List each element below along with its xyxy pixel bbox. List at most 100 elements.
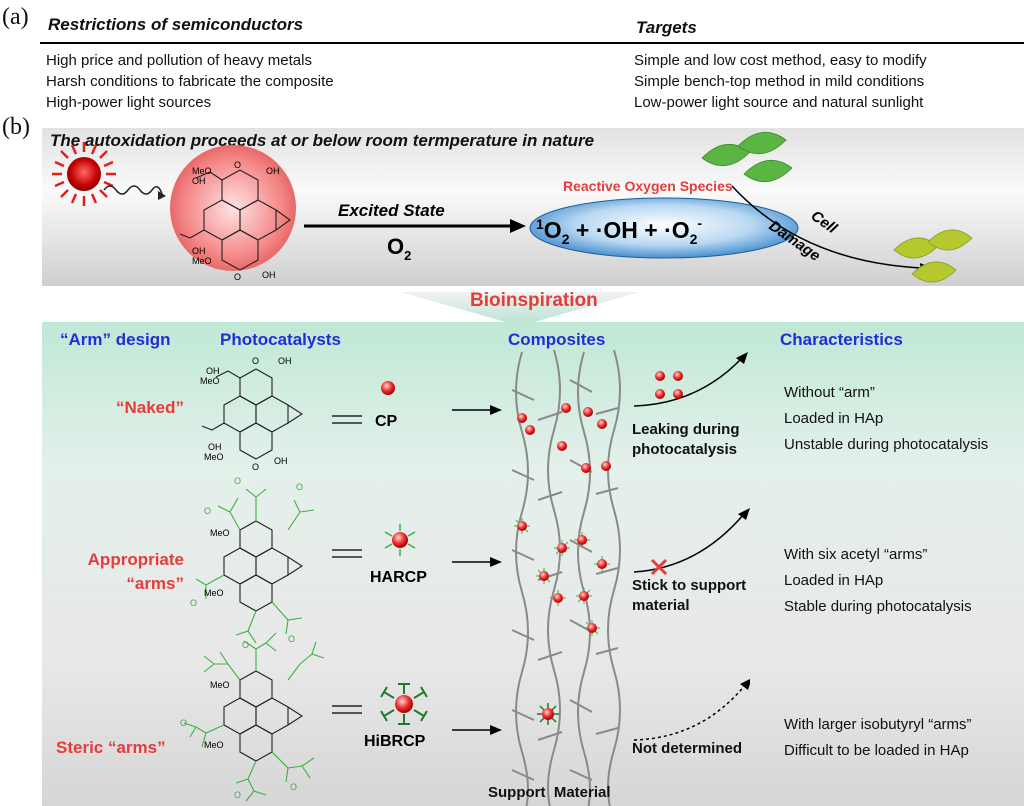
oh-label: OH (274, 456, 288, 466)
cp-ball-icon (381, 381, 395, 395)
characteristics-header: Characteristics (780, 330, 903, 349)
panel-b-label: (b) (2, 114, 30, 140)
restriction-item: Harsh conditions to fabricate the compos… (46, 73, 334, 90)
isobutyryl-arms-green (183, 632, 325, 802)
meo-label: MeO (210, 680, 230, 690)
equals-sign (332, 705, 362, 714)
not-determined-arrow (633, 683, 747, 741)
target-item: Low-power light source and natural sunli… (634, 94, 924, 111)
hibrcp-ball-icon (380, 683, 428, 725)
meo-label: MeO (204, 588, 224, 598)
cp-label: CP (375, 413, 398, 430)
restrictions-list: High price and pollution of heavy metals… (46, 50, 334, 113)
meo-label: MeO (204, 740, 224, 750)
sun-icon (52, 142, 116, 206)
not-determined-text: Not determined (632, 740, 743, 757)
o-label: O (234, 272, 241, 282)
characteristic-item: Loaded in HAp (784, 410, 884, 427)
characteristic-item: Unstable during photocatalysis (784, 436, 989, 453)
restriction-item: High price and pollution of heavy metals (46, 52, 312, 69)
light-wave-arrow (103, 185, 163, 195)
o-label: O (180, 718, 187, 728)
excited-state-label: Excited State (338, 201, 445, 220)
harcp-molecule-structure (223, 520, 304, 612)
oh-label: OH (208, 442, 222, 452)
ros-title: Reactive Oxygen Species (563, 178, 733, 194)
restriction-item: High-power light sources (46, 94, 212, 111)
hibrcp-surface-ball (537, 703, 559, 725)
result-line: Leaking during (632, 421, 740, 438)
characteristics-row1: Without “arm” Loaded in HAp Unstable dur… (784, 380, 988, 458)
photocatalyst-scheme: MeO OH O OH OH MeO O OH CP O O O O O O M… (180, 350, 750, 806)
arm-label-line: Appropriate (87, 550, 184, 569)
oh-label: OH (206, 366, 220, 376)
o-label: O (234, 790, 241, 800)
bioinspiration-label: Bioinspiration (470, 290, 598, 311)
target-item: Simple bench-top method in mild conditio… (634, 73, 925, 90)
o-label: O (234, 160, 241, 170)
characteristic-item: Stable during photocatalysis (784, 598, 972, 615)
meo-label: MeO (200, 376, 220, 386)
characteristics-row3: With larger isobutyryl “arms” Difficult … (784, 712, 972, 764)
characteristics-row2: With six acetyl “arms” Loaded in HAp Sta… (784, 542, 972, 620)
hibrcp-molecule-structure (223, 670, 304, 762)
oh-label: OH (278, 356, 292, 366)
panel-a-label: (a) (2, 4, 29, 30)
oh-label: OH (266, 166, 280, 176)
harcp-ball-icon (384, 524, 416, 556)
arm-label-line: “arms” (126, 574, 184, 593)
characteristic-item: Without “arm” (784, 384, 875, 401)
o-label: O (296, 482, 303, 492)
bioinspiration-arrow (400, 292, 640, 326)
leaking-arrow (633, 357, 743, 407)
cp-molecule-structure (201, 368, 304, 460)
targets-list: Simple and low cost method, easy to modi… (634, 50, 927, 113)
stick-arrow (633, 513, 745, 573)
o-label: O (242, 640, 249, 650)
leaking-text: Leaking during photocatalysis (632, 420, 740, 460)
steric-arms-label: Steric “arms” (56, 738, 166, 757)
equals-sign (332, 549, 362, 558)
o-label: O (290, 782, 297, 792)
result-line: Stick to support (632, 577, 747, 594)
o2-label: O2 (387, 234, 411, 263)
green-leaves-icon (701, 132, 793, 182)
harcp-loaded-balls (514, 518, 610, 636)
ros-ellipse (529, 197, 799, 259)
o-label: O (288, 634, 295, 644)
characteristic-item: With six acetyl “arms” (784, 546, 928, 563)
photocatalysts-header: Photocatalysts (220, 330, 341, 349)
appropriate-arms-label: Appropriate “arms” (70, 548, 184, 596)
meo-label: MeO (204, 452, 224, 462)
o-label: O (190, 598, 197, 608)
o-label: O (252, 462, 259, 472)
targets-heading: Targets (636, 18, 697, 37)
autoxidation-scheme: MeO OH O OH OH MeO O OH Excited State O2… (52, 132, 973, 283)
hypocrellin-structure (179, 169, 291, 271)
meo-label: MeO (192, 166, 212, 176)
autoxidation-title: The autoxidation proceeds at or below ro… (50, 131, 595, 150)
bioinspiration-panel (42, 322, 1024, 806)
oh-label: OH (262, 270, 276, 280)
arm-design-header: “Arm” design (60, 330, 171, 349)
stick-text: Stick to support material (632, 576, 746, 616)
oh-label: OH (192, 176, 206, 186)
o-label: O (204, 506, 211, 516)
characteristic-item: Loaded in HAp (784, 572, 884, 589)
hypocrellin-molecule-circle (170, 145, 296, 271)
o-label: O (234, 476, 241, 486)
leaked-balls (655, 371, 683, 399)
oh-label: OH (192, 246, 206, 256)
yellow-leaves-icon (893, 229, 973, 283)
o-label: O (252, 356, 259, 366)
support-material-fibers (511, 350, 621, 806)
characteristic-item: With larger isobutyryl “arms” (784, 716, 972, 733)
restrictions-heading: Restrictions of semiconductors (48, 15, 304, 34)
characteristic-item: Difficult to be loaded in HAp (784, 742, 969, 759)
result-line: material (632, 597, 690, 614)
cell-damage-arrow (731, 185, 923, 269)
heading-rule (40, 42, 1024, 44)
cp-loaded-balls (517, 403, 611, 473)
hibrcp-label: HiBRCP (364, 733, 426, 750)
meo-label: MeO (192, 256, 212, 266)
